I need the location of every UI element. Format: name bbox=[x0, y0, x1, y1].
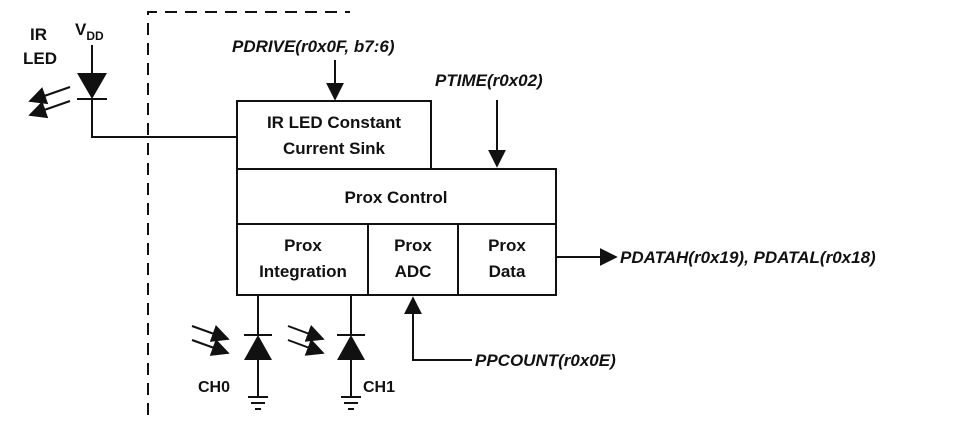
prox-adc-label-line2: ADC bbox=[395, 262, 432, 281]
prox-processing-block bbox=[236, 223, 557, 296]
ppcount-register-label: PPCOUNT(r0x0E) bbox=[475, 351, 616, 370]
ch0-photodiode-icon bbox=[244, 295, 272, 397]
prox-control-block bbox=[236, 168, 557, 225]
ir-sink-label-line2: Current Sink bbox=[283, 139, 386, 158]
ir-led-current-sink-block bbox=[236, 100, 432, 170]
ir-led-diode-icon bbox=[77, 45, 237, 138]
ptime-register-label: PTIME(r0x02) bbox=[435, 71, 543, 90]
prox-adc-label-line1: Prox bbox=[394, 236, 432, 255]
pdata-register-label: PDATAH(r0x19), PDATAL(r0x18) bbox=[620, 248, 876, 267]
prox-integration-label-line2: Integration bbox=[259, 262, 347, 281]
ch0-label: CH0 bbox=[198, 379, 230, 396]
ir-emission-arrows-icon bbox=[28, 86, 71, 119]
ir-led-label-line1: IR bbox=[30, 25, 47, 44]
prox-data-label-line1: Prox bbox=[488, 236, 526, 255]
vdd-label: VDD bbox=[75, 20, 104, 43]
ch0-ground-icon bbox=[248, 396, 268, 410]
ppcount-arrow bbox=[404, 296, 472, 361]
prox-integration-label-line1: Prox bbox=[284, 236, 322, 255]
ch1-label: CH1 bbox=[363, 379, 395, 396]
ch1-light-arrows-icon bbox=[287, 324, 325, 356]
pdrive-register-label: PDRIVE(r0x0F, b7:6) bbox=[232, 37, 395, 56]
prox-data-label-line2: Data bbox=[489, 262, 526, 281]
ch1-ground-icon bbox=[341, 396, 361, 410]
ch1-photodiode-icon bbox=[337, 295, 365, 397]
ir-sink-label-line1: IR LED Constant bbox=[267, 113, 401, 132]
ch0-light-arrows-icon bbox=[191, 325, 230, 356]
ir-led-label-line2: LED bbox=[23, 49, 57, 68]
prox-control-label: Prox Control bbox=[345, 188, 448, 207]
chip-boundary-dashed-line bbox=[147, 11, 350, 415]
